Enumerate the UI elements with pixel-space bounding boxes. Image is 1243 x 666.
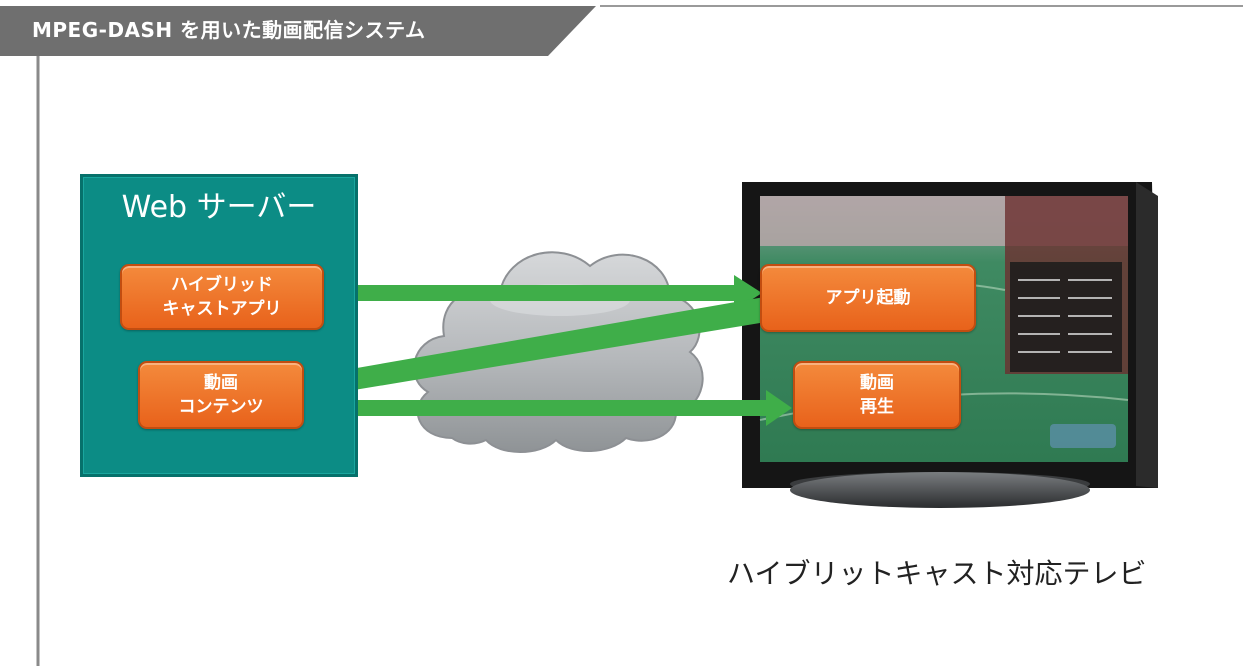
- video-content-line2: コンテンツ: [178, 397, 264, 417]
- arrows: [300, 275, 792, 426]
- video-content-box: 動画 コンテンツ: [138, 361, 304, 429]
- hybridcast-app-box: ハイブリッド キャストアプリ: [120, 264, 324, 330]
- title-bar: [0, 6, 596, 56]
- arrow-tv-to-content: [306, 296, 778, 404]
- arrow-app-to-tv: [328, 275, 762, 311]
- app-launch-box: アプリ起動: [760, 264, 976, 332]
- hybridcast-app-line2: キャストアプリ: [162, 299, 282, 319]
- app-launch-label: アプリ起動: [825, 288, 911, 308]
- web-server-label: Web サーバー: [121, 190, 317, 225]
- video-playback-line1: 動画: [860, 373, 894, 393]
- tv-caption: ハイブリットキャスト対応テレビ: [727, 557, 1147, 590]
- page-frame: [36, 5, 1243, 666]
- video-playback-line2: 再生: [860, 397, 894, 417]
- page-title: MPEG-DASH を用いた動画配信システム: [32, 18, 426, 42]
- video-content-line1: 動画: [204, 373, 238, 393]
- television-icon: [742, 182, 1158, 508]
- hybridcast-app-line1: ハイブリッド: [171, 275, 273, 295]
- video-playback-box: 動画 再生: [793, 361, 961, 429]
- arrow-content-to-tv: [300, 390, 792, 426]
